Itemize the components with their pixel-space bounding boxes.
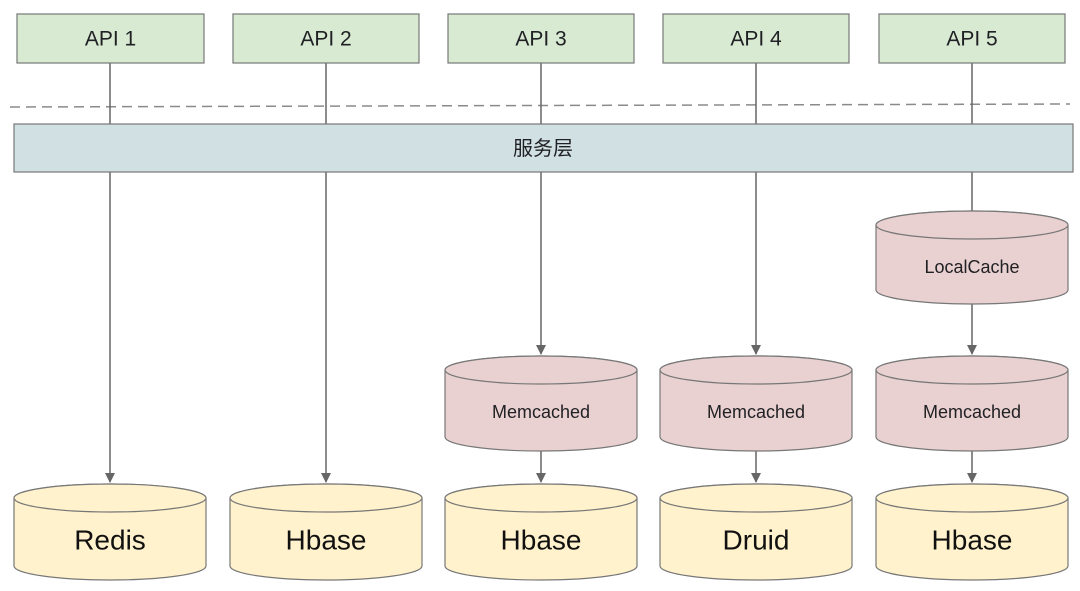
service-layer-label: 服务层 [513,136,573,160]
api-box-3: API 3 [447,13,635,64]
hbase-cylinder-1-top [229,483,423,513]
api-box-2-label: API 2 [300,28,351,51]
druid-cylinder-top [659,483,853,513]
service-layer-rect [13,123,1074,173]
localcache-label: LocalCache [924,257,1019,277]
memcached-cylinder-3-top [875,355,1069,385]
api-box-5-label: API 5 [946,28,997,51]
memcached-cylinder-1-top [444,355,638,385]
hbase-cylinder-3-top [875,483,1069,513]
localcache-cylinder: LocalCache [875,210,1069,305]
druid-cylinder: Druid [659,483,853,581]
memcached-cylinder-1: Memcached [444,355,638,452]
api-box-1: API 1 [16,13,205,64]
api-box-5: API 5 [878,13,1066,64]
redis-label: Redis [74,525,146,556]
hbase-1-label: Hbase [286,525,367,556]
api-box-2: API 2 [232,13,420,64]
memcached-1-label: Memcached [492,402,590,422]
hbase-cylinder-2-top [444,483,638,513]
memcached-2-label: Memcached [707,402,805,422]
api-box-1-label: API 1 [85,28,136,51]
localcache-cylinder-top [875,210,1069,240]
dashed-separator [9,103,1071,108]
druid-label: Druid [723,525,790,556]
hbase-cylinder-3: Hbase [875,483,1069,581]
hbase-cylinder-1: Hbase [229,483,423,581]
memcached-cylinder-2: Memcached [659,355,853,452]
api-box-4: API 4 [662,13,850,64]
api-box-3-rect [447,13,635,64]
hbase-3-label: Hbase [932,525,1013,556]
redis-cylinder: Redis [13,483,207,581]
api-box-3-label: API 3 [515,28,566,51]
api-box-2-rect [232,13,420,64]
service-layer: 服务层 [13,123,1074,173]
memcached-cylinder-3: Memcached [875,355,1069,452]
memcached-3-label: Memcached [923,402,1021,422]
hbase-cylinder-2: Hbase [444,483,638,581]
api-box-5-rect [878,13,1066,64]
api-box-4-rect [662,13,850,64]
redis-cylinder-top [13,483,207,513]
api-box-4-label: API 4 [730,28,782,51]
api-box-1-rect [16,13,205,64]
memcached-cylinder-2-top [659,355,853,385]
hbase-2-label: Hbase [501,525,582,556]
